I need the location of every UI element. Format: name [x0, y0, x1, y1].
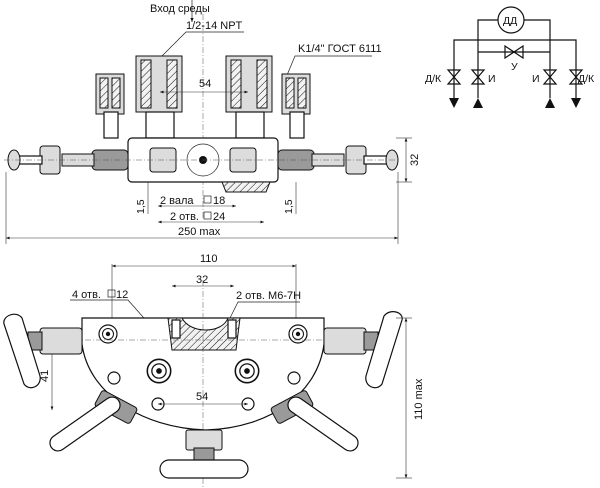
- valve-dk-left: [446, 69, 462, 85]
- thread-inlet-leader: [159, 31, 244, 59]
- holes-size: 24: [213, 211, 225, 223]
- dim-41-label: 41: [39, 370, 51, 382]
- thread-outlet-leader: [284, 55, 372, 81]
- bottom-view: 110 32 4 отв. 12 2 отв. М6-7Н 41 54: [3, 253, 425, 488]
- dim-32-label: 32: [409, 154, 421, 166]
- valve-dk-left-label: Д/К: [425, 73, 442, 85]
- holes4-square-icon: [107, 289, 116, 298]
- holes-square-icon: [203, 211, 212, 220]
- dim-110-label: 110: [200, 253, 218, 265]
- tapped-hole-left: [171, 319, 181, 339]
- valve-dk-right-label: Д/К: [578, 73, 595, 85]
- valve-lower-left: [49, 390, 138, 452]
- overall-label: 250 max: [178, 226, 221, 238]
- center-section: [167, 317, 241, 351]
- inlet-arrow-left: [473, 98, 483, 108]
- line-left-high: [477, 19, 498, 98]
- valve-i-left-label: И: [488, 73, 496, 85]
- bottom-flange: [221, 181, 271, 193]
- holes4-label: 4 отв.: [72, 289, 101, 301]
- bolt-top-left: [98, 324, 118, 344]
- drain-arrow-right: [571, 98, 581, 108]
- valve-i-left: [470, 69, 486, 85]
- port-outer-right: [281, 73, 311, 139]
- dim-54-top-label: 54: [199, 78, 211, 90]
- shafts-label: 2 вала: [160, 195, 194, 207]
- equalizer-label: У: [511, 61, 518, 73]
- hole-small-right: [287, 371, 301, 385]
- inlet-arrow-right: [545, 98, 555, 108]
- dim-15-left-label: 1,5: [135, 199, 147, 214]
- holes-label: 2 отв.: [170, 211, 199, 223]
- top-view: Вход среды 1/2-14 NPT K1/4" ГОСТ 6111: [4, 0, 421, 244]
- port-inner-right: [225, 55, 273, 139]
- valve-i-right-label: И: [532, 73, 540, 85]
- dim-15-right-label: 1,5: [283, 199, 295, 214]
- valve-i-right: [542, 69, 558, 85]
- equalizer-valve: [504, 44, 524, 60]
- holes2-label: 2 отв. М6-7Н: [236, 290, 301, 302]
- valve-bottom-center: [159, 429, 249, 479]
- inlet-label: Вход среды: [150, 3, 210, 15]
- line-outer: [453, 39, 577, 98]
- dim-height-label: 110 max: [413, 378, 425, 420]
- tapped-hole-right: [227, 319, 237, 339]
- dim-32-bottom-label: 32: [196, 274, 208, 286]
- shafts-square-icon: [203, 195, 212, 204]
- hole-small-left: [107, 371, 121, 385]
- holes4-size: 12: [116, 289, 128, 301]
- valve-dk-right: [568, 69, 584, 85]
- shafts-size: 18: [213, 195, 225, 207]
- valve-scheme: ДД У Д/К И И Д/К: [425, 6, 595, 108]
- dim-54-bottom-label: 54: [196, 391, 208, 403]
- valve-lower-right: [270, 390, 359, 452]
- thread-outlet-label: K1/4" ГОСТ 6111: [298, 43, 382, 55]
- bolt-top-right: [288, 324, 308, 344]
- gauge-label: ДД: [503, 15, 517, 27]
- valve-bottom-right: [323, 311, 403, 389]
- line-right-high: [524, 19, 551, 98]
- port-outer-left: [95, 73, 125, 139]
- holes2-leader: [227, 301, 300, 323]
- bolt-mid-left: [146, 358, 172, 384]
- drain-arrow-left: [449, 98, 459, 108]
- valve-bottom-left: [3, 313, 83, 389]
- port-inner-left: [135, 55, 183, 139]
- thread-inlet-label: 1/2-14 NPT: [186, 20, 243, 32]
- bolt-mid-right: [234, 358, 260, 384]
